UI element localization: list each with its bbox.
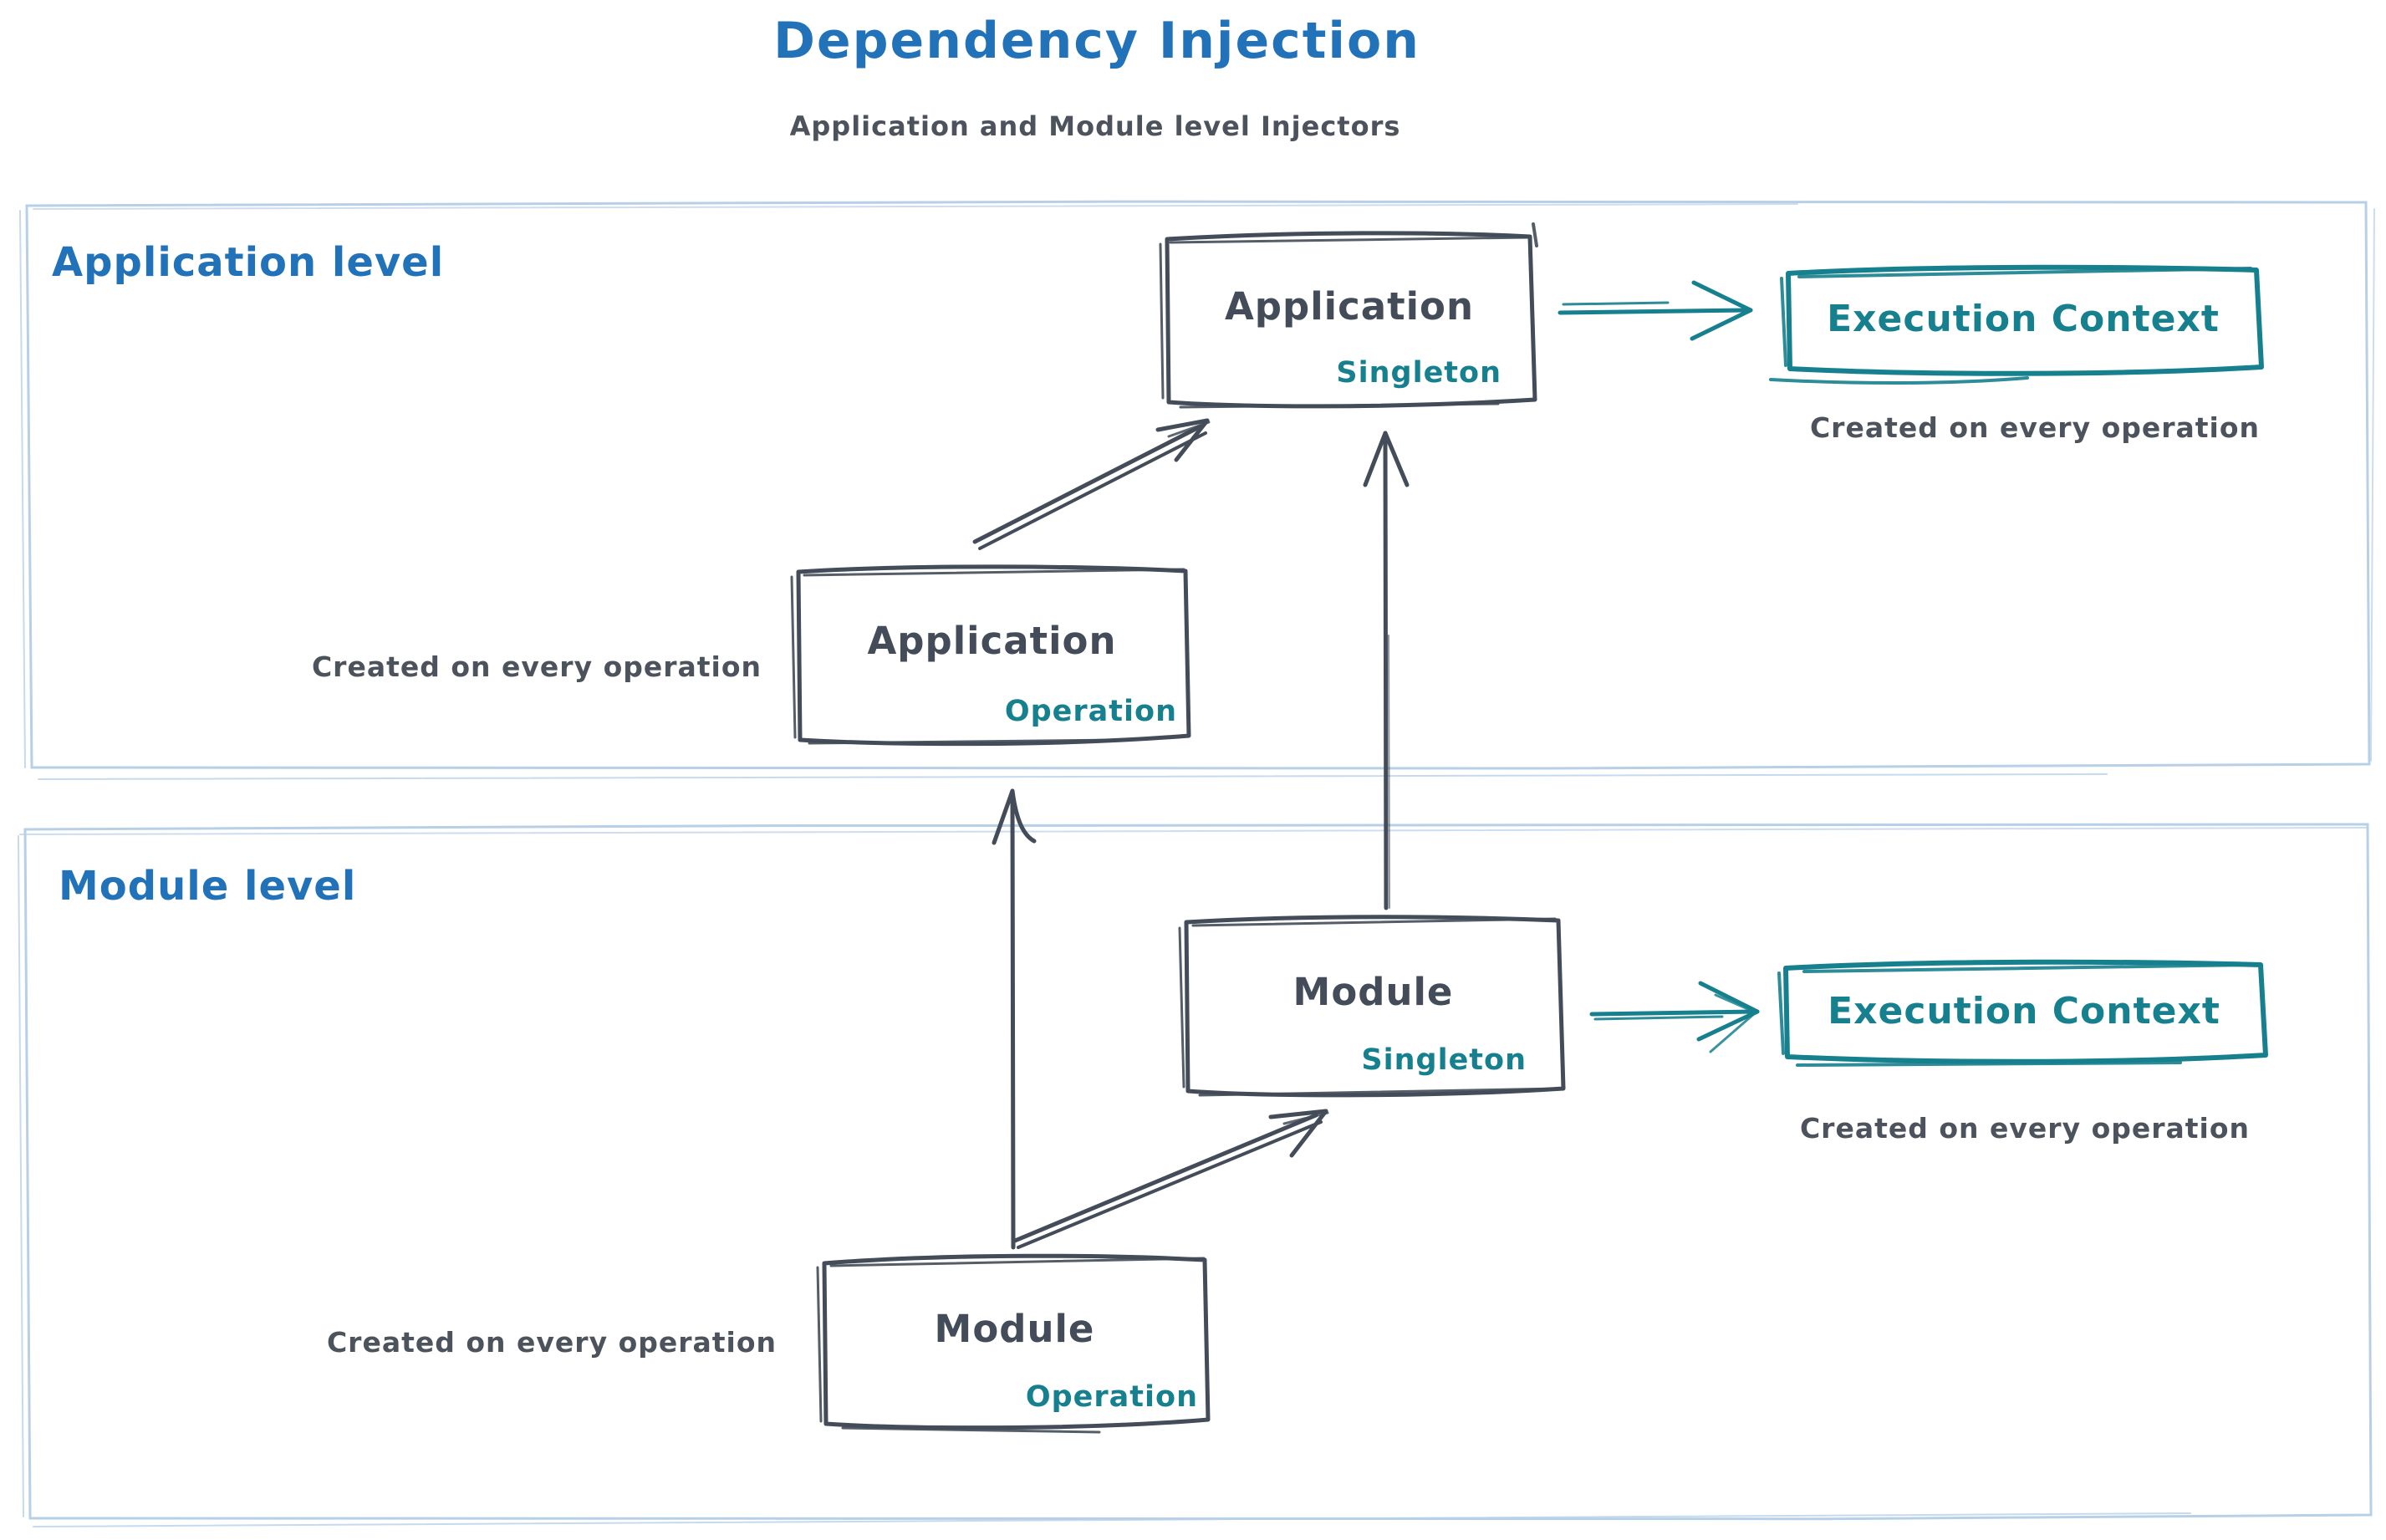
module-level-label: Module level	[59, 863, 357, 910]
module-execution-context-caption: Created on every operation	[1799, 1112, 2251, 1145]
module-singleton-box: Module Singleton	[1183, 915, 1563, 1094]
application-operation-badge: Operation	[1004, 695, 1177, 728]
application-singleton-badge: Singleton	[1336, 356, 1501, 390]
module-execution-context-title: Execution Context	[1828, 989, 2220, 1033]
application-singleton-box: Application Singleton	[1164, 231, 1535, 403]
module-execution-context-box: Execution Context	[1782, 961, 2266, 1060]
module-operation-title: Module	[934, 1307, 1095, 1351]
app-operation-caption: Created on every operation	[311, 650, 762, 683]
module-operation-box: Module Operation	[821, 1256, 1208, 1425]
module-singleton-title: Module	[1292, 970, 1454, 1014]
application-operation-title: Application	[867, 619, 1117, 663]
application-singleton-title: Application	[1224, 283, 1475, 329]
application-operation-box: Application Operation	[795, 565, 1189, 742]
app-execution-context-caption: Created on every operation	[1809, 411, 2261, 444]
application-level-label: Application level	[52, 239, 445, 286]
module-singleton-badge: Singleton	[1361, 1043, 1527, 1077]
module-operation-caption: Created on every operation	[326, 1326, 777, 1359]
application-execution-context-title: Execution Context	[1827, 298, 2220, 340]
application-execution-context-box: Execution Context	[1785, 266, 2261, 372]
page-subtitle: Application and Module level Injectors	[789, 110, 1401, 142]
module-operation-badge: Operation	[1025, 1380, 1198, 1414]
page-title: Dependency Injection	[773, 12, 1420, 70]
